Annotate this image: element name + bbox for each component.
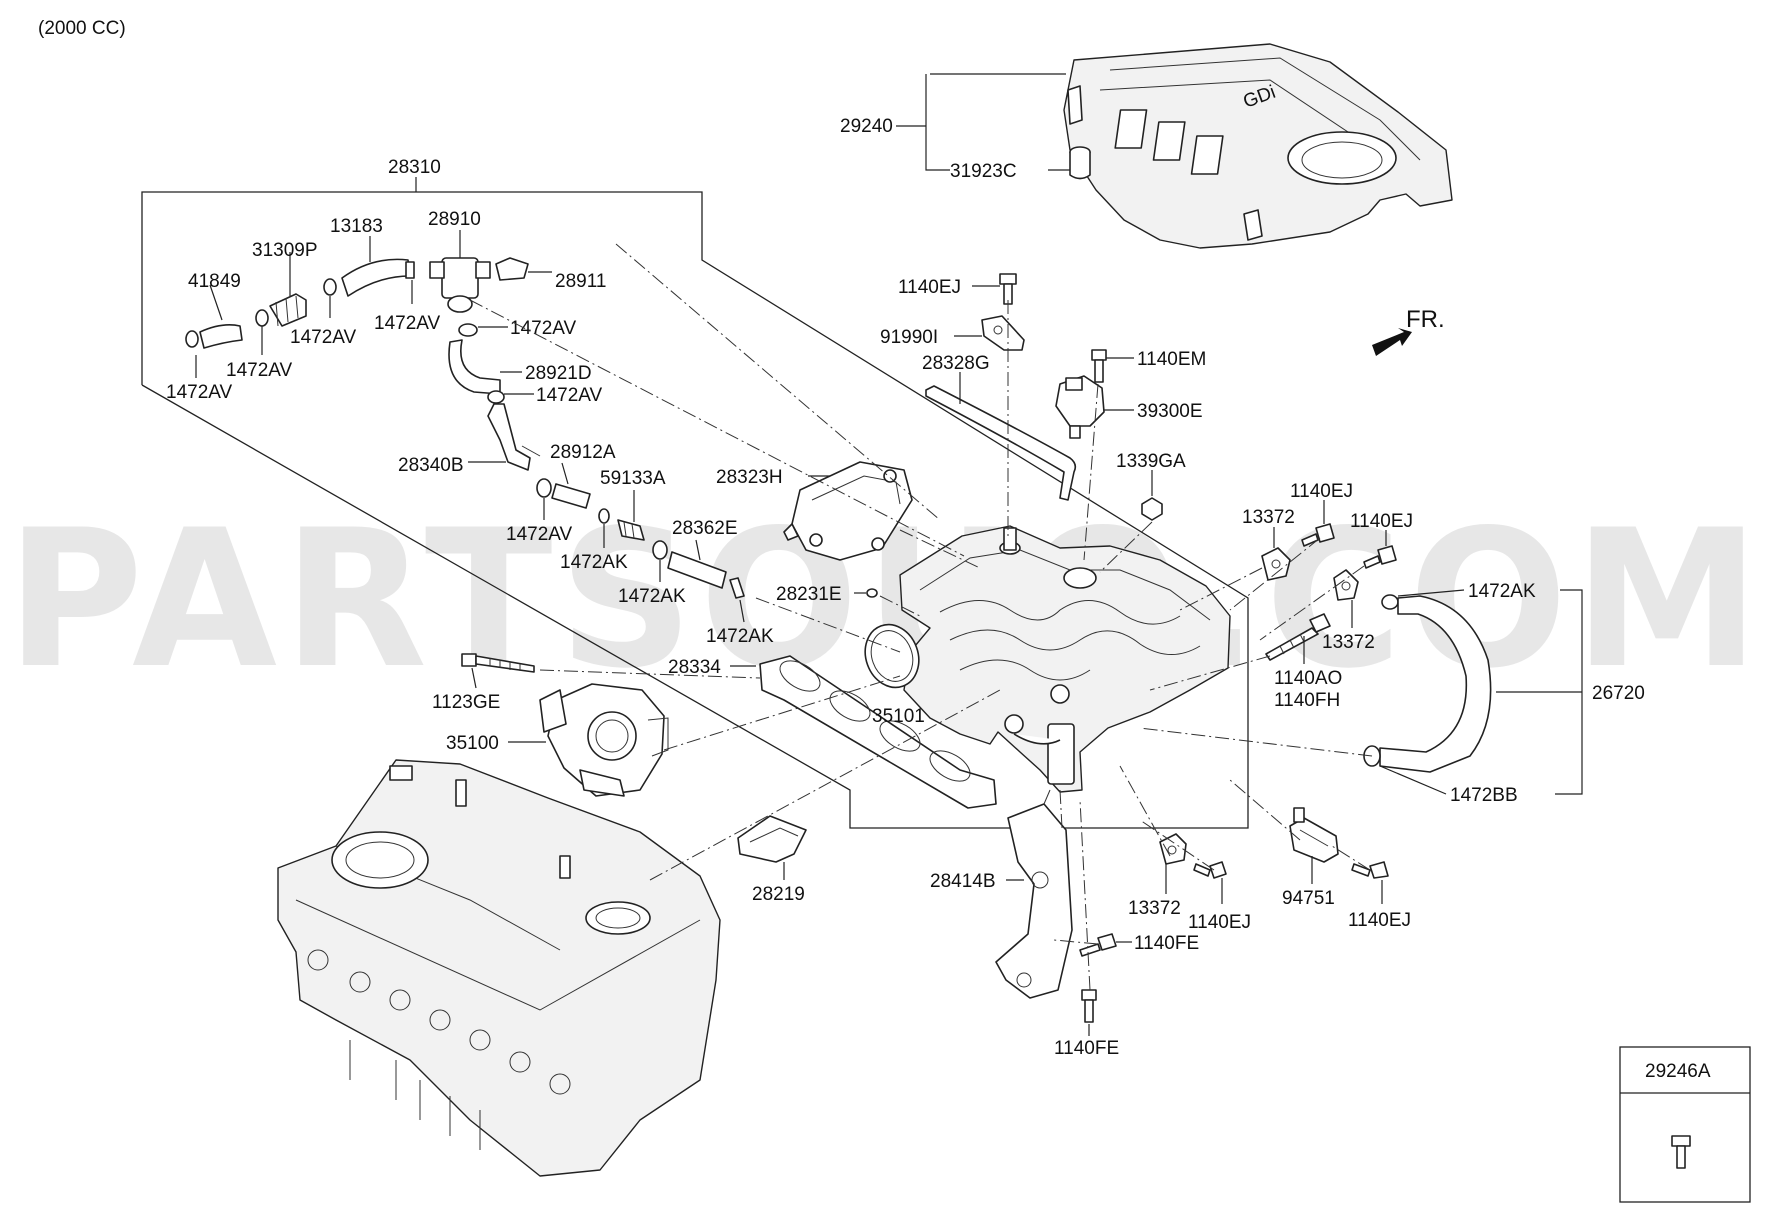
bracket-28414B <box>995 789 1073 999</box>
label-1472AK-c: 1472AK <box>706 626 774 647</box>
label-28340B: 28340B <box>398 455 464 476</box>
label-28219: 28219 <box>752 884 805 905</box>
label-1140EJ-c: 1140EJ <box>1350 511 1413 532</box>
label-1472AV-c: 1472AV <box>290 327 357 348</box>
front-direction-arrow-icon <box>1372 328 1412 356</box>
label-28323H: 28323H <box>716 467 783 488</box>
label-1140EJ-b: 1140EJ <box>1290 481 1353 502</box>
label-29246A: 29246A <box>1645 1061 1711 1082</box>
bracket-94751 <box>1289 807 1339 863</box>
clip-13372-a <box>1261 547 1291 581</box>
label-28231E: 28231E <box>776 584 842 605</box>
actuator-28323H <box>783 461 913 561</box>
label-1140EJ-a: 1140EJ <box>898 277 961 298</box>
engine-label: (2000 CC) <box>38 18 126 39</box>
purge-valve-28910 <box>429 257 529 313</box>
label-39300E: 39300E <box>1137 401 1203 422</box>
cylinder-head <box>277 759 721 1177</box>
hose-clamps-left <box>185 258 415 349</box>
label-29240: 29240 <box>840 116 893 137</box>
label-28912A: 28912A <box>550 442 616 463</box>
bolt-1140FE-a <box>1079 933 1117 957</box>
label-35101: 35101 <box>872 706 925 727</box>
label-1123GE: 1123GE <box>432 692 500 713</box>
label-13372-b: 13372 <box>1322 632 1375 653</box>
clip-13372-c <box>1159 833 1187 865</box>
gasket-28334 <box>759 655 997 809</box>
hose-28921D <box>448 323 505 404</box>
label-28328G: 28328G <box>922 353 990 374</box>
label-1140EJ-d: 1140EJ <box>1188 912 1251 933</box>
grommet-31923C <box>1069 146 1091 180</box>
label-1140EM: 1140EM <box>1137 349 1206 370</box>
bolt-1140EJ-d <box>1193 861 1227 879</box>
bolt-1140EJ-c <box>1363 545 1397 569</box>
throttle-body-35100 <box>539 683 669 797</box>
label-1472AK-d: 1472AK <box>1468 581 1536 602</box>
label-94751: 94751 <box>1282 888 1335 909</box>
label-26720: 26720 <box>1592 683 1645 704</box>
label-28414B: 28414B <box>930 871 996 892</box>
assembly-lines <box>469 243 1373 991</box>
bolt-1140EJ-b <box>1301 523 1335 547</box>
o-ring-35101 <box>864 623 920 689</box>
pipe-28340B <box>487 403 541 471</box>
bracket-28219 <box>737 815 807 863</box>
label-35100: 35100 <box>446 733 499 754</box>
label-28910: 28910 <box>428 209 481 230</box>
label-28911: 28911 <box>555 271 606 292</box>
bolt-1140AO <box>1265 613 1331 661</box>
label-1472AV-a: 1472AV <box>166 382 233 403</box>
label-1472AV-b: 1472AV <box>226 360 293 381</box>
label-1472AV-f: 1472AV <box>536 385 603 406</box>
bolt-1123GE <box>461 653 535 673</box>
inset-box-29246A <box>1619 1046 1751 1203</box>
label-1472AK-b: 1472AK <box>618 586 686 607</box>
label-1472AK-a: 1472AK <box>560 552 628 573</box>
clip-icon <box>1671 1135 1691 1169</box>
tube-chain-28912A <box>536 478 745 599</box>
label-1140EJ-e: 1140EJ <box>1348 910 1411 931</box>
label-31923C: 31923C <box>950 161 1017 182</box>
label-1472BB: 1472BB <box>1450 785 1518 806</box>
label-13183: 13183 <box>330 216 383 237</box>
assembly-frame-28310 <box>141 177 1249 829</box>
bracket-91990I <box>981 315 1025 351</box>
label-28362E: 28362E <box>672 518 738 539</box>
bolt-1140EJ-e <box>1351 861 1389 879</box>
hose-26720 <box>1363 594 1492 773</box>
label-1472AV-d: 1472AV <box>374 313 441 334</box>
o-ring-28231E <box>866 588 878 598</box>
bolt-1140EJ-a <box>999 273 1017 305</box>
label-28921D: 28921D <box>525 363 592 384</box>
label-1140FH: 1140FH <box>1274 690 1340 711</box>
front-direction-label: FR. <box>1406 306 1445 333</box>
intake-manifold <box>899 525 1231 793</box>
label-1472AV-e: 1472AV <box>510 318 577 339</box>
hose-28328G <box>925 385 1077 501</box>
nut-1339GA <box>1141 497 1163 521</box>
label-1140FE-b: 1140FE <box>1054 1038 1119 1059</box>
sensor-39300E <box>1055 375 1105 439</box>
label-59133A: 59133A <box>600 468 666 489</box>
label-41849: 41849 <box>188 271 241 292</box>
label-31309P: 31309P <box>252 240 318 261</box>
label-1140FE-a: 1140FE <box>1134 933 1199 954</box>
engine-cover: GDi <box>1063 43 1453 249</box>
label-13372-c: 13372 <box>1128 898 1181 919</box>
label-13372-a: 13372 <box>1242 507 1295 528</box>
bolt-1140EM <box>1091 349 1107 383</box>
label-1140AO: 1140AO <box>1274 668 1342 689</box>
bolt-1140FE-b <box>1081 989 1097 1023</box>
label-28310: 28310 <box>388 157 441 178</box>
label-91990I: 91990I <box>880 327 938 348</box>
label-1472AV-g: 1472AV <box>506 524 573 545</box>
clip-13372-b <box>1333 569 1359 601</box>
label-28334: 28334 <box>668 657 721 678</box>
label-1339GA: 1339GA <box>1116 451 1186 472</box>
